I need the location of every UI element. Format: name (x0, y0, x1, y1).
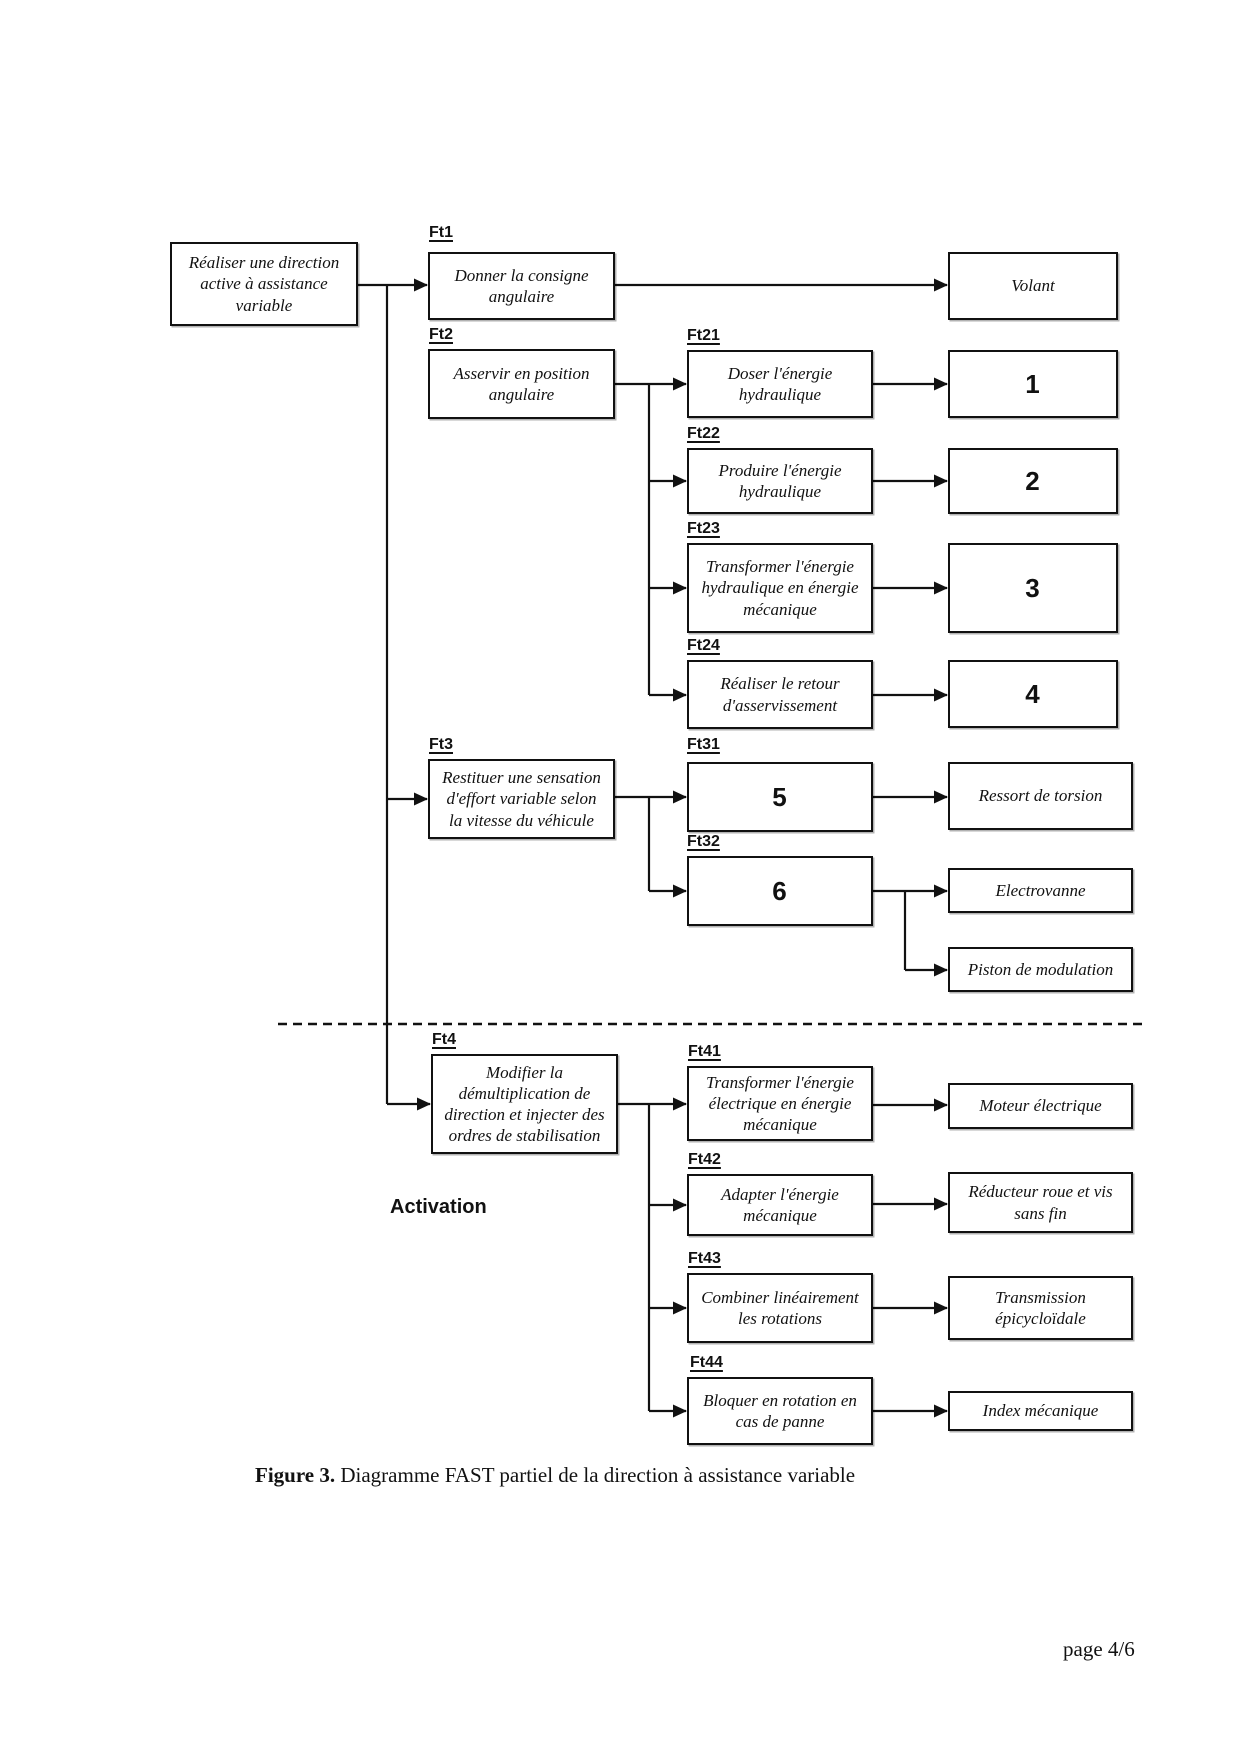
figure-caption-text: Diagramme FAST partiel de la direction à… (335, 1463, 856, 1487)
node-ft2: Asservir en position angulaire (428, 349, 615, 419)
node-sol-moteur: Moteur électrique (948, 1083, 1133, 1129)
node-sol-reducteur: Réducteur roue et vis sans fin (948, 1172, 1133, 1233)
tag-ft43: Ft43 (688, 1250, 721, 1267)
node-ft23: Transformer l'énergie hydraulique en éne… (687, 543, 873, 633)
page-number: page 4/6 (1063, 1637, 1135, 1661)
tag-ft4: Ft4 (432, 1031, 456, 1048)
tag-ft21: Ft21 (687, 327, 720, 344)
tag-ft1: Ft1 (429, 224, 453, 241)
tag-ft44: Ft44 (690, 1354, 723, 1371)
node-ft31: 5 (687, 762, 873, 832)
node-ft4: Modifier la démultiplication de directio… (431, 1054, 618, 1154)
node-sol-volant: Volant (948, 252, 1118, 320)
tag-ft31: Ft31 (687, 736, 720, 753)
node-sol-transmission: Transmission épicycloïdale (948, 1276, 1133, 1340)
node-sol-piston: Piston de modulation (948, 947, 1133, 992)
tag-ft23: Ft23 (687, 520, 720, 537)
node-sol-2: 2 (948, 448, 1118, 514)
node-sol-ressort: Ressort de torsion (948, 762, 1133, 830)
tag-ft3: Ft3 (429, 736, 453, 753)
node-ft24: Réaliser le retour d'asservissement (687, 660, 873, 729)
node-ft42: Adapter l'énergie mécanique (687, 1174, 873, 1236)
tag-ft41: Ft41 (688, 1043, 721, 1060)
tag-ft22: Ft22 (687, 425, 720, 442)
node-ft41: Transformer l'énergie électrique en éner… (687, 1066, 873, 1141)
tag-ft42: Ft42 (688, 1151, 721, 1168)
activation-label: Activation (390, 1196, 487, 1218)
node-ft21: Doser l'énergie hydraulique (687, 350, 873, 418)
tag-ft24: Ft24 (687, 637, 720, 654)
node-ft1: Donner la consigne angulaire (428, 252, 615, 320)
figure-caption-number: Figure 3. (255, 1463, 336, 1487)
node-sol-index: Index mécanique (948, 1391, 1133, 1431)
node-ft32: 6 (687, 856, 873, 926)
node-sol-1: 1 (948, 350, 1118, 418)
tag-ft2: Ft2 (429, 326, 453, 343)
node-ft3: Restituer une sensation d'effort variabl… (428, 759, 615, 839)
node-root: Réaliser une direction active à assistan… (170, 242, 358, 326)
node-sol-3: 3 (948, 543, 1118, 633)
node-ft43: Combiner linéairement les rotations (687, 1273, 873, 1343)
node-ft44: Bloquer en rotation en cas de panne (687, 1377, 873, 1445)
tag-ft32: Ft32 (687, 833, 720, 850)
node-sol-4: 4 (948, 660, 1118, 728)
node-sol-electrovanne: Electrovanne (948, 868, 1133, 913)
node-ft22: Produire l'énergie hydraulique (687, 448, 873, 514)
figure-caption: Figure 3. Diagramme FAST partiel de la d… (255, 1463, 855, 1488)
